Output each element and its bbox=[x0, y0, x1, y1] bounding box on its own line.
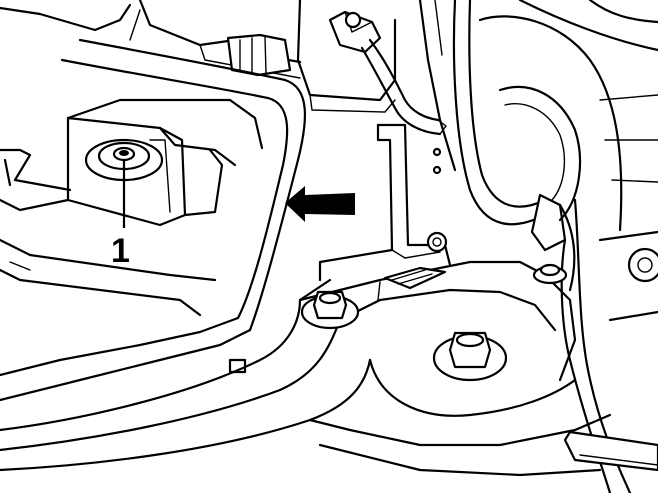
bolt-upper bbox=[300, 290, 360, 330]
bolt-lower bbox=[432, 331, 508, 382]
strut-tower bbox=[478, 0, 658, 322]
callout-1-label: 1 bbox=[111, 232, 130, 270]
air-box-housing bbox=[0, 98, 264, 317]
callout-1: 1 bbox=[111, 160, 130, 270]
mounting-bracket bbox=[318, 123, 452, 282]
fender-panel bbox=[0, 9, 307, 402]
arrow-left-icon bbox=[285, 186, 355, 222]
strut-nut bbox=[532, 263, 568, 285]
cable-harness bbox=[452, 0, 632, 493]
lower-frame-rail bbox=[0, 260, 612, 477]
electrical-connector bbox=[226, 10, 447, 136]
trim-strip bbox=[563, 430, 658, 472]
